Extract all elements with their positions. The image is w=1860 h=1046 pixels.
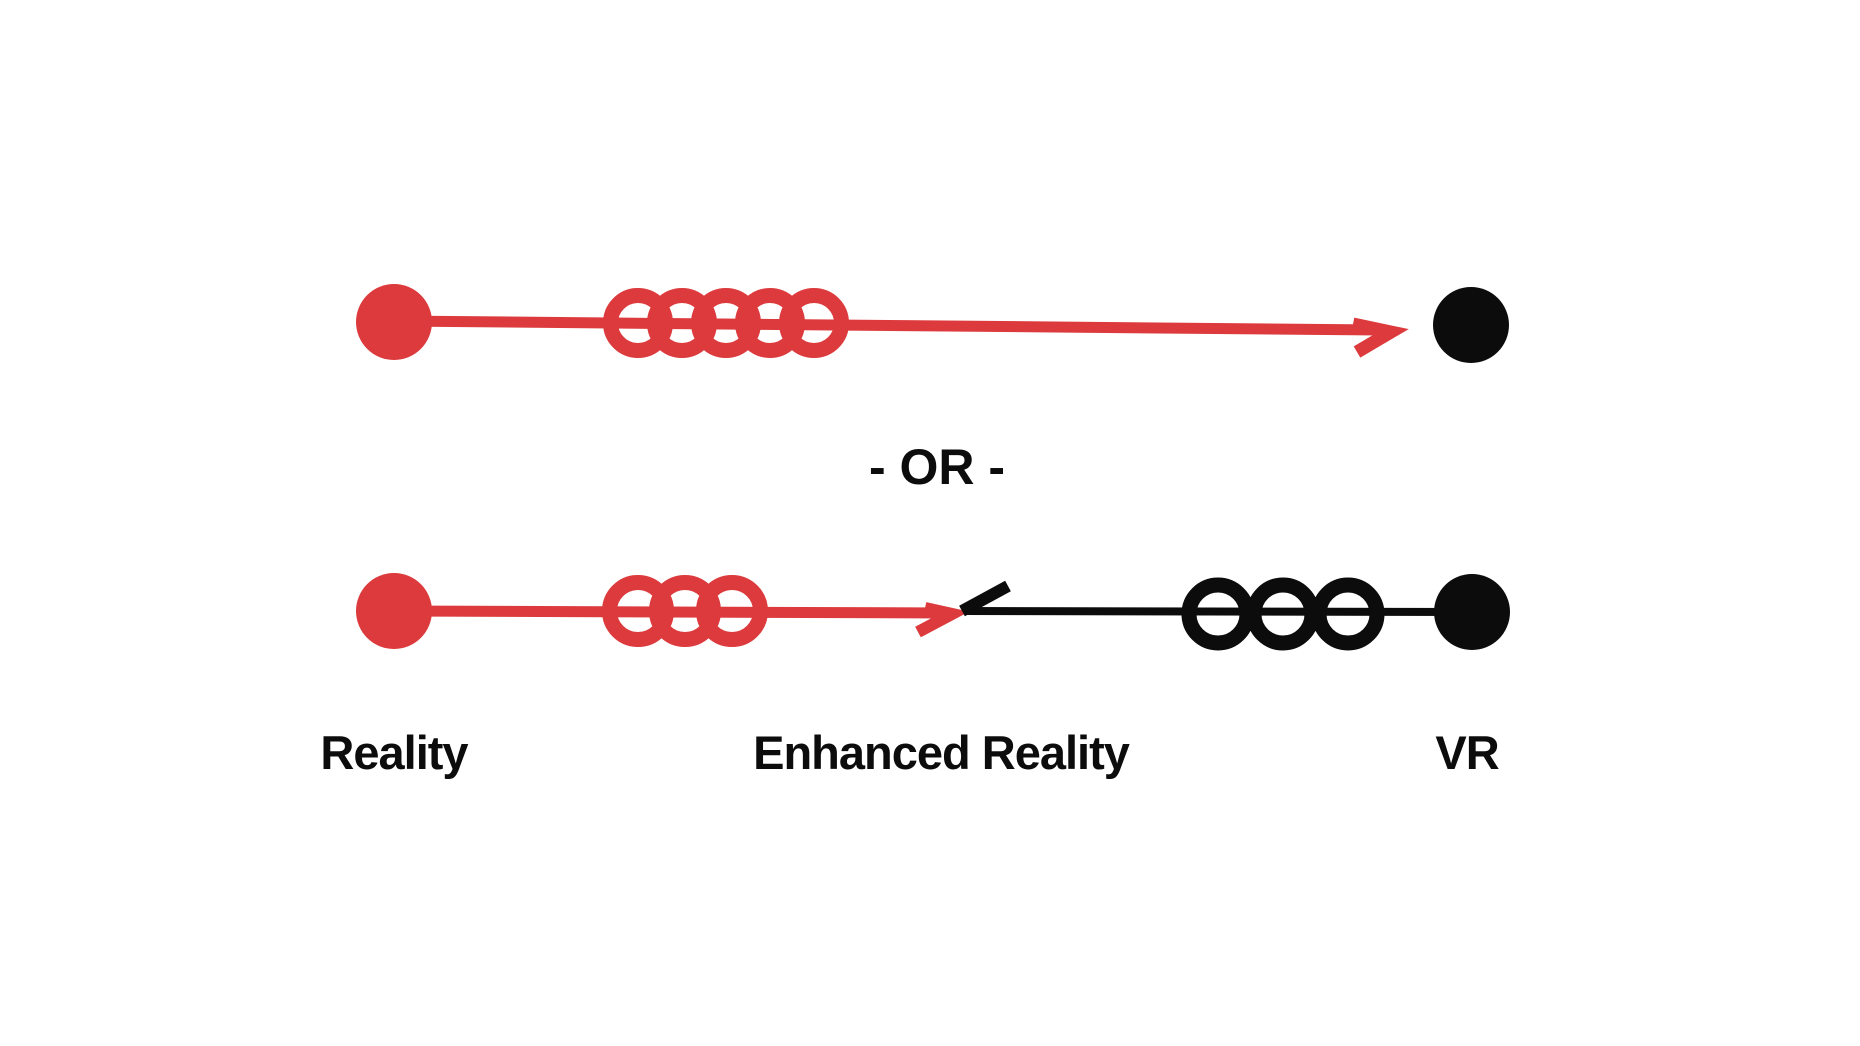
label-vr: VR [1435, 726, 1498, 779]
bottom-right-arrow-shaft [963, 607, 1472, 616]
continuum-ring [649, 575, 721, 647]
continuum-ring [691, 288, 761, 358]
bottom-left-ring-cluster [602, 575, 768, 647]
top-ring-cluster [603, 288, 849, 358]
label-reality: Reality [320, 726, 468, 779]
top-arrow-shaft [393, 315, 1381, 336]
continuum-ring [602, 575, 674, 647]
top-reality-dot [356, 284, 432, 360]
label-enhanced-reality: Enhanced Reality [753, 726, 1130, 779]
top-arrowhead-right-icon [1351, 317, 1409, 358]
top-vr-dot [1433, 287, 1509, 363]
continuum-ring [603, 288, 673, 358]
bottom-reality-dot [356, 573, 432, 649]
bottom-continuum [356, 573, 1510, 651]
bottom-right-arrowhead-left-icon [959, 580, 1011, 617]
bottom-left-arrowhead-right-icon [915, 602, 970, 638]
bottom-right-ring-cluster [1181, 577, 1385, 651]
continuum-ring [696, 575, 768, 647]
continuum-ring [1311, 577, 1385, 651]
or-divider-label: - OR - [869, 439, 1005, 495]
continuum-ring [647, 288, 717, 358]
continuum-ring [779, 288, 849, 358]
bottom-vr-dot [1434, 574, 1510, 650]
top-continuum [356, 284, 1509, 363]
continuum-ring [735, 288, 805, 358]
